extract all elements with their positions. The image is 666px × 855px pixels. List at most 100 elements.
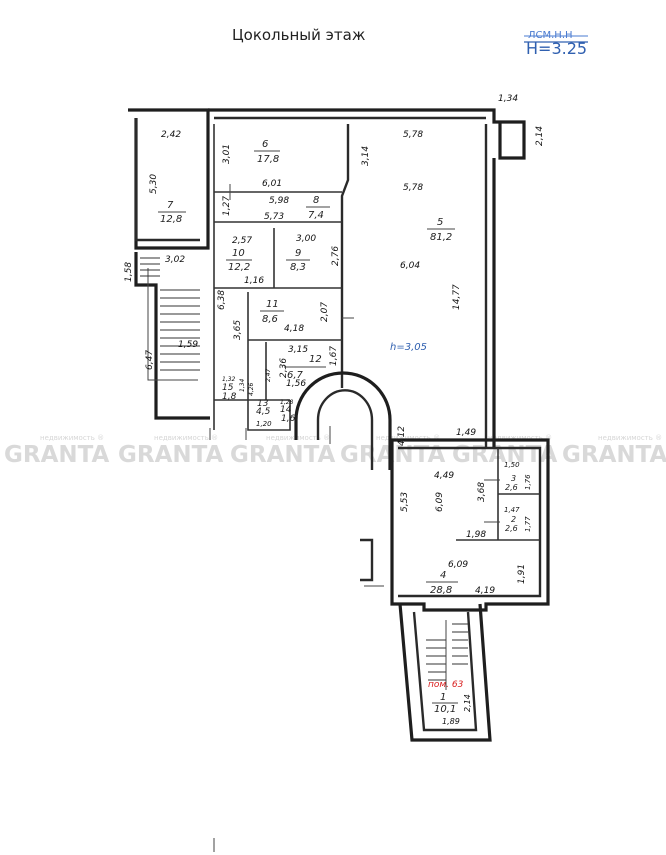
room-6-id: 6: [262, 139, 268, 150]
room-7-inner: [134, 118, 200, 242]
dim-6-47: 6,47: [145, 350, 155, 370]
watermark-brand-6: GRANTA: [562, 442, 666, 468]
dim-4-12: 4,12: [397, 426, 407, 446]
room-6-area: 17,8: [257, 154, 279, 165]
room-2-area: 2,6: [505, 524, 518, 533]
dim-6-01: 6,01: [262, 179, 282, 189]
top-wall: [208, 108, 526, 160]
left-stair-inner: [147, 268, 198, 381]
watermark-sub-6: недвижимость ®: [598, 434, 662, 442]
room-15-area: 1,8: [222, 392, 237, 402]
room-4-outer: [390, 438, 550, 612]
dim-1-56: 1,56: [286, 379, 306, 389]
dim-1-77: 1,77: [524, 516, 532, 532]
stair-hatching: [140, 257, 468, 690]
dim-2-07: 2,07: [320, 302, 330, 322]
dim-6-09-b: 6,09: [448, 560, 468, 570]
dim-1-34: 1,34: [498, 94, 518, 104]
height-note: H=3.25: [526, 39, 587, 58]
room-4-id: 4: [440, 570, 446, 581]
room-labels: 6 17,8 7 12,8 8 7,4 9 8,3 10 12,2 11 8,6…: [158, 139, 518, 715]
watermark-sub-5: недвижимость ®: [488, 434, 552, 442]
room-14-area: 1,6: [281, 414, 296, 424]
room-15-id: 15: [222, 383, 234, 393]
stair-shaft-outer: [398, 603, 492, 742]
left-stair-steps: [160, 289, 200, 371]
dim-5-78-a: 5,78: [403, 130, 423, 140]
watermark-sub-1: недвижимость ®: [40, 434, 104, 442]
watermark-sub-4: недвижимость ®: [376, 434, 440, 442]
dim-1-49: 1,49: [456, 428, 476, 438]
dimension-labels: 1,34 2,14 2,42 5,30 3,01 6,01 5,98 1,27 …: [124, 94, 545, 726]
dim-5-53: 5,53: [400, 492, 410, 512]
dim-4-26: 4,26: [248, 382, 255, 396]
room-13-14-wall: [247, 400, 291, 431]
room-12-area: 6,7: [287, 370, 304, 381]
arch-inner: [316, 389, 374, 470]
room-7-id: 7: [167, 200, 174, 211]
plan-title: Цокольный этаж: [232, 26, 365, 44]
dim-2-14-top: 2,14: [535, 126, 545, 146]
dim-1-59: 1,59: [178, 340, 198, 350]
dim-1-28: 1,28: [280, 399, 294, 406]
dim-2-47: 2,47: [265, 368, 272, 382]
room-8-id: 8: [313, 195, 319, 206]
room-11-id: 11: [266, 299, 279, 310]
dim-4-49: 4,49: [434, 471, 454, 481]
room-5-area: 81,2: [430, 232, 452, 243]
bottom-stair-left-steps: [426, 639, 446, 681]
dim-1-16: 1,16: [244, 276, 264, 286]
room-1-area: 10,1: [434, 704, 456, 715]
door-frame-left: [360, 538, 374, 582]
dimension-ticks: [209, 184, 500, 852]
room-13-id: 13: [257, 399, 269, 409]
room-3-id: 3: [511, 474, 516, 483]
room-10-id: 10: [232, 248, 245, 259]
left-stair-wall: [134, 252, 210, 420]
watermark-sub-3: недвижимость ®: [266, 434, 330, 442]
arch-outer: [294, 371, 392, 470]
room-8-area: 7,4: [308, 210, 324, 221]
dim-5-98: 5,98: [269, 196, 289, 206]
dim-14-77: 14,77: [452, 284, 462, 310]
room-3-area: 2,6: [505, 483, 518, 492]
dim-2-14-bottom: 2,14: [463, 694, 472, 712]
dim-6-38: 6,38: [217, 290, 227, 310]
dim-5-73: 5,73: [264, 212, 284, 222]
dim-3-14: 3,14: [361, 146, 371, 166]
dim-5-78-b: 5,78: [403, 183, 423, 193]
dim-1-34-small: 1,34: [239, 378, 246, 392]
ceiling-height: h=3,05: [390, 342, 427, 353]
watermark-sub-2: недвижимость ®: [154, 434, 218, 442]
dim-6-09-a: 6,09: [435, 492, 445, 512]
watermark-brand-3: GRANTA: [230, 442, 336, 468]
room-5-left-wall: [340, 124, 350, 388]
dim-2-36: 2,36: [279, 358, 289, 378]
room-5-id: 5: [437, 217, 443, 228]
room-14-id: 14: [280, 405, 292, 415]
room-13-area: 4,5: [256, 407, 271, 417]
room-10-area: 12,2: [228, 262, 250, 273]
dim-2-57: 2,57: [232, 236, 252, 246]
dim-3-65: 3,65: [233, 320, 243, 340]
dim-2-76: 2,76: [331, 246, 341, 266]
dim-5-30: 5,30: [149, 174, 159, 194]
dim-1-27: 1,27: [222, 196, 232, 216]
dim-1-67: 1,67: [329, 346, 339, 366]
dim-2-42: 2,42: [161, 130, 181, 140]
dim-1-89: 1,89: [442, 717, 460, 726]
room-7-area: 12,8: [160, 214, 182, 225]
dim-1-47: 1,47: [504, 506, 520, 514]
dim-1-98: 1,98: [466, 530, 486, 540]
dim-1-20: 1,20: [256, 420, 272, 428]
dim-1-91: 1,91: [517, 564, 527, 584]
dim-3-02: 3,02: [165, 255, 185, 265]
premises-label: пом. 63: [428, 680, 464, 690]
dim-1-76: 1,76: [524, 474, 532, 490]
room-2-id: 2: [511, 515, 516, 524]
dim-3-15: 3,15: [288, 345, 308, 355]
room-4-inner: [398, 446, 542, 598]
dim-4-18: 4,18: [284, 324, 304, 334]
room-12-id: 12: [309, 354, 322, 365]
